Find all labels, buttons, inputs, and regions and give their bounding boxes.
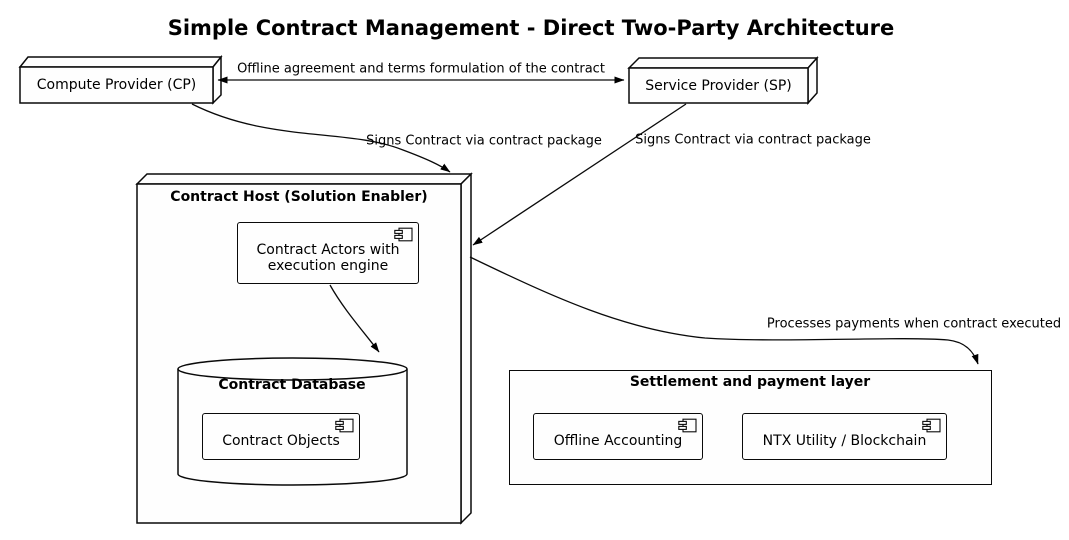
edge-cp-host-label: Signs Contract via contract package	[366, 133, 602, 149]
ntx-utility-label: NTX Utility / Blockchain	[762, 433, 927, 450]
component-icon	[922, 418, 941, 433]
contract-objects-label: Contract Objects	[222, 433, 340, 450]
ntx-utility-component: NTX Utility / Blockchain	[742, 413, 947, 460]
compute-provider-label: Compute Provider (CP)	[36, 77, 197, 93]
edge-host-settlement-arrow	[469, 256, 979, 365]
node-top-face	[135, 173, 473, 185]
component-icon	[678, 418, 697, 433]
diagram-title: Simple Contract Management - Direct Two-…	[167, 16, 895, 40]
offline-accounting-component: Offline Accounting	[533, 413, 703, 460]
offline-accounting-label: Offline Accounting	[553, 433, 683, 450]
contract-host-title: Contract Host (Solution Enabler)	[170, 189, 428, 205]
service-provider-node	[627, 56, 819, 105]
service-provider-label: Service Provider (SP)	[645, 77, 792, 94]
node-top-face	[18, 56, 223, 68]
contract-actors-label: Contract Actors with execution engine	[256, 241, 400, 274]
compute-provider-node	[18, 54, 223, 105]
node-front-face	[628, 67, 809, 104]
cylinder-top	[177, 357, 408, 381]
edge-cp-sp-label: Offline agreement and terms formulation …	[237, 61, 605, 77]
node-side-face	[460, 172, 472, 525]
contract-database-title: Contract Database	[218, 377, 366, 393]
contract-actors-component: Contract Actors with execution engine	[237, 222, 419, 284]
node-top-face	[627, 57, 819, 69]
edge-host-settlement-label: Processes payments when contract execute…	[766, 316, 1062, 332]
settlement-layer-title: Settlement and payment layer	[629, 374, 871, 390]
edge-sp-host-label: Signs Contract via contract package	[635, 132, 871, 148]
contract-objects-component: Contract Objects	[202, 413, 360, 460]
edge-cp-host-arrow	[191, 103, 451, 173]
component-icon	[394, 227, 413, 242]
edge-actors-database-arrow	[329, 284, 380, 353]
component-icon	[335, 418, 354, 433]
edge-sp-host-arrow	[472, 103, 687, 246]
node-front-face	[19, 66, 214, 104]
